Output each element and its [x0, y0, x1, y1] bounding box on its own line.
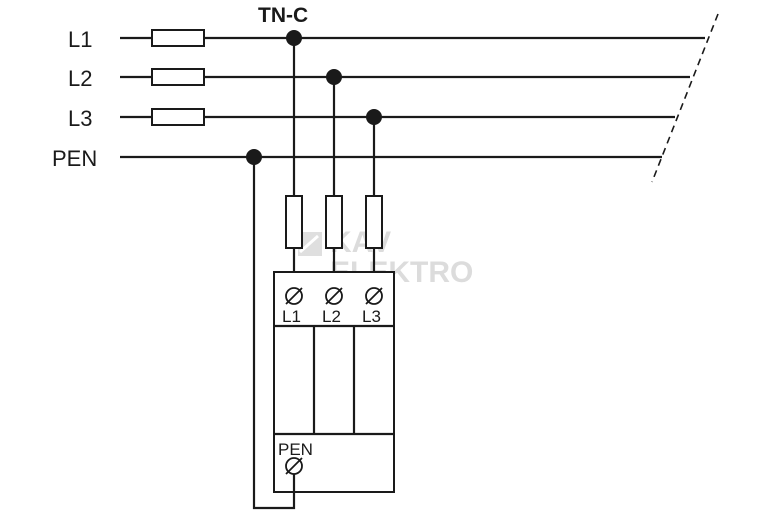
line-label-l1: L1 [68, 27, 92, 52]
pen-return-wire [252, 157, 296, 510]
network-type-title: TN-C [258, 4, 308, 27]
fuse-drop-l3 [365, 195, 383, 249]
line-label-pen: PEN [52, 146, 97, 171]
fuse-l2 [151, 68, 205, 86]
line-label-l2: L2 [68, 66, 92, 91]
continuation-break-line [651, 13, 719, 183]
terminal-label-pen: PEN [278, 440, 313, 459]
fuse-l1 [151, 29, 205, 47]
terminal-l1 [285, 287, 303, 305]
terminal-label-l1: L1 [282, 307, 301, 326]
fuse-drop-l1 [285, 195, 303, 249]
device-housing [273, 271, 395, 493]
terminal-l3 [365, 287, 383, 305]
line-label-l3: L3 [68, 106, 92, 131]
surge-protection-device: L1 L2 L3 PEN [273, 271, 395, 493]
fuse-drop-l2 [325, 195, 343, 249]
junction-l2 [326, 69, 342, 85]
fuse-l3 [151, 108, 205, 126]
terminal-l2 [325, 287, 343, 305]
terminal-label-l3: L3 [362, 307, 381, 326]
terminal-label-l2: L2 [322, 307, 341, 326]
terminal-pen [285, 457, 303, 475]
junction-l1 [286, 30, 302, 46]
junction-l3 [366, 109, 382, 125]
